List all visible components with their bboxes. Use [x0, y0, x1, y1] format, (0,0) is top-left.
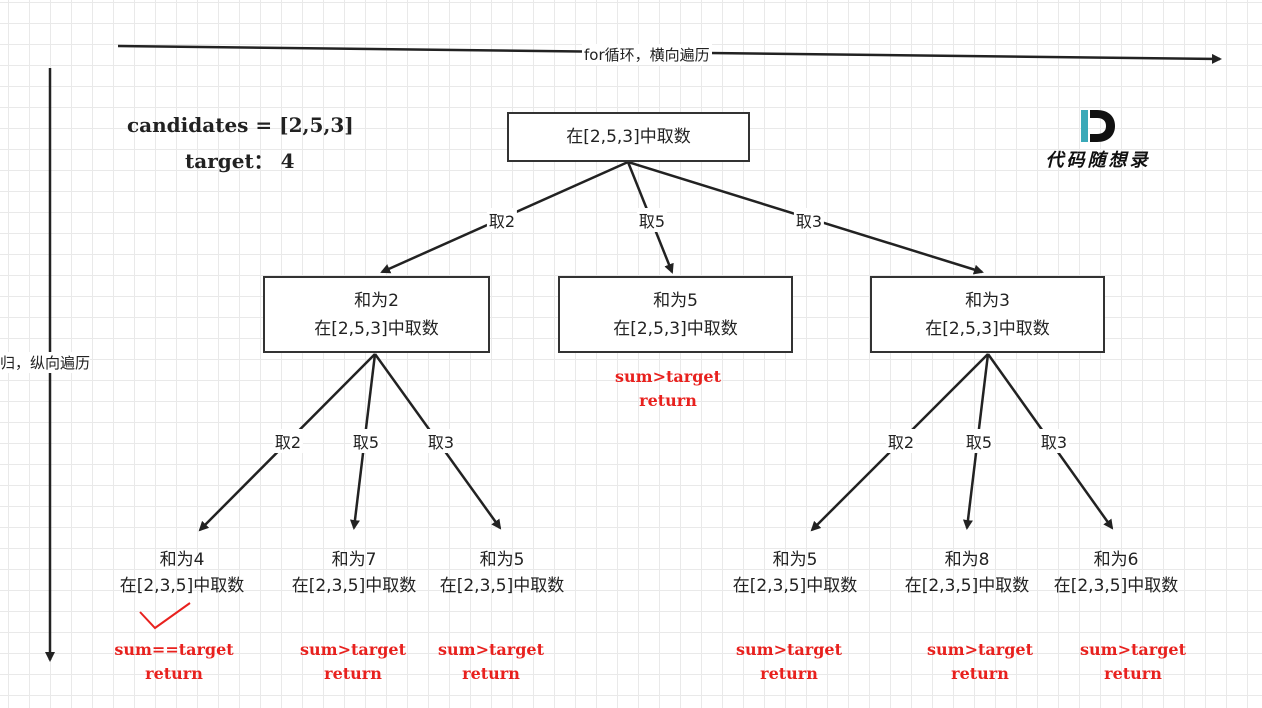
vertical-axis-label: 归，纵向遍历: [0, 352, 91, 373]
leaf-sum8: 和为8 在[2,3,5]中取数: [897, 547, 1037, 599]
leaf-sum5-left: 和为5 在[2,3,5]中取数: [432, 547, 572, 599]
result-action: return: [1104, 664, 1162, 683]
level1-node-sum2: 和为2 在[2,5,3]中取数: [263, 276, 490, 353]
candidates-label: candidates = [2,5,3]: [127, 113, 354, 137]
leaf-range: 在[2,3,5]中取数: [1053, 576, 1179, 596]
leaf-sum: 和为5: [479, 550, 525, 570]
leaf-sum6-result: sum>target return: [1080, 638, 1186, 686]
logo-text: 代码随想录: [1045, 150, 1151, 171]
leaf-sum4-result: sum==target return: [114, 638, 233, 686]
result-condition: sum>target: [300, 640, 406, 659]
node-range: 在[2,5,3]中取数: [613, 318, 738, 339]
edge-label-right-take3: 取3: [1038, 429, 1070, 453]
level1-sum5-result: sum>target return: [615, 365, 721, 413]
leaf-sum7: 和为7 在[2,3,5]中取数: [284, 547, 424, 599]
target-label: target： 4: [185, 149, 295, 173]
leaf-range: 在[2,3,5]中取数: [439, 576, 565, 596]
leaf-sum5-left-result: sum>target return: [438, 638, 544, 686]
edge-label-root-take5: 取5: [636, 208, 668, 232]
leaf-sum6: 和为6 在[2,3,5]中取数: [1046, 547, 1186, 599]
result-condition: sum==target: [114, 640, 234, 659]
result-action: return: [639, 391, 697, 410]
leaf-sum8-result: sum>target return: [927, 638, 1033, 686]
result-condition: sum>target: [736, 640, 842, 659]
node-sum: 和为3: [965, 290, 1010, 311]
leaf-sum: 和为5: [772, 550, 818, 570]
result-action: return: [145, 664, 203, 683]
result-action: return: [462, 664, 520, 683]
leaf-sum: 和为7: [331, 550, 377, 570]
leaf-sum: 和为4: [159, 550, 205, 570]
result-condition: sum>target: [927, 640, 1033, 659]
result-action: return: [951, 664, 1009, 683]
result-condition: sum>target: [1080, 640, 1186, 659]
edge-label-left-take3: 取3: [425, 429, 457, 453]
result-action: return: [324, 664, 382, 683]
node-range: 在[2,5,3]中取数: [314, 318, 439, 339]
edge-label-right-take5: 取5: [963, 429, 995, 453]
root-node: 在[2,5,3]中取数: [507, 112, 750, 162]
leaf-sum5-right-result: sum>target return: [736, 638, 842, 686]
leaf-range: 在[2,3,5]中取数: [119, 576, 245, 596]
leaf-sum5-right: 和为5 在[2,3,5]中取数: [725, 547, 865, 599]
leaf-sum7-result: sum>target return: [300, 638, 406, 686]
edge-label-root-take2: 取2: [486, 208, 518, 232]
edge-label-root-take3: 取3: [793, 208, 825, 232]
node-sum: 和为2: [354, 290, 399, 311]
result-condition: sum>target: [438, 640, 544, 659]
horizontal-axis-label: for循环，横向遍历: [582, 44, 712, 65]
leaf-sum: 和为6: [1093, 550, 1139, 570]
result-condition: sum>target: [615, 367, 721, 386]
brand-logo: 代码随想录: [1038, 110, 1158, 172]
level1-node-sum3: 和为3 在[2,5,3]中取数: [870, 276, 1105, 353]
leaf-sum4: 和为4 在[2,3,5]中取数: [112, 547, 252, 599]
node-range: 在[2,5,3]中取数: [925, 318, 1050, 339]
edge-label-left-take5: 取5: [350, 429, 382, 453]
level1-node-sum5: 和为5 在[2,5,3]中取数: [558, 276, 793, 353]
edge-label-left-take2: 取2: [272, 429, 304, 453]
leaf-sum: 和为8: [944, 550, 990, 570]
leaf-range: 在[2,3,5]中取数: [732, 576, 858, 596]
edge-label-right-take2: 取2: [885, 429, 917, 453]
node-sum: 和为5: [653, 290, 698, 311]
check-mark-icon: [139, 602, 191, 630]
root-node-range: 在[2,5,3]中取数: [566, 127, 691, 147]
leaf-range: 在[2,3,5]中取数: [291, 576, 417, 596]
logo-d-icon: [1081, 110, 1115, 142]
leaf-range: 在[2,3,5]中取数: [904, 576, 1030, 596]
result-action: return: [760, 664, 818, 683]
